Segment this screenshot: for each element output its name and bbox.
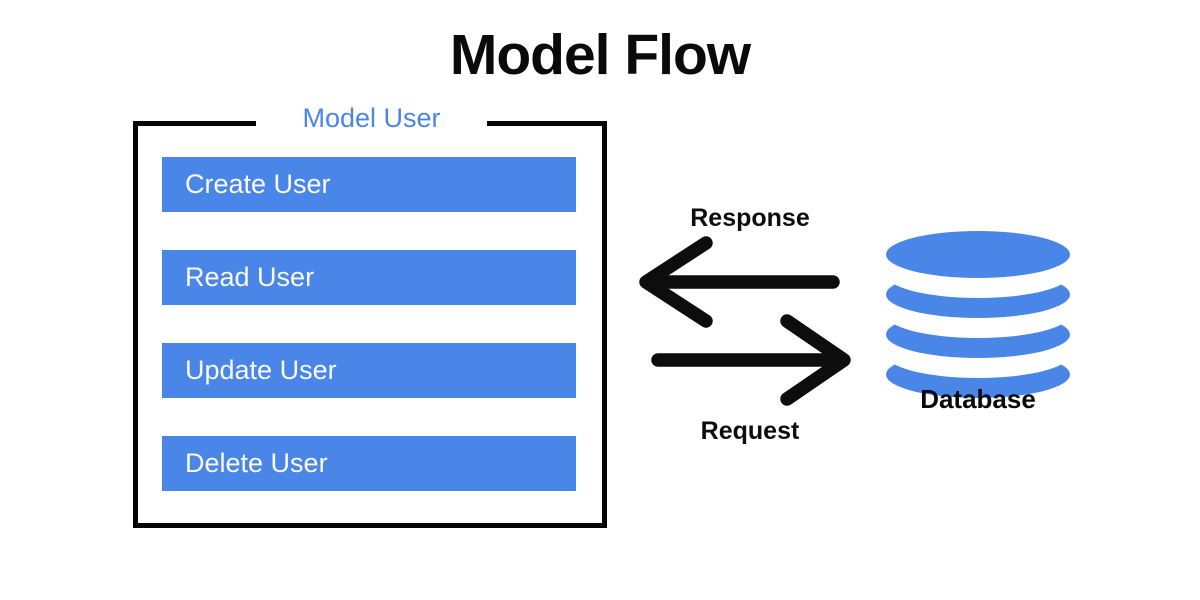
page-title: Model Flow [449,23,751,87]
database-icon [886,231,1070,421]
model-user-box: Create User Read User Update User Delete… [133,121,607,528]
action-bar-read-user: Read User [162,250,576,305]
model-user-tab: Model User [256,95,487,141]
action-bar-update-user: Update User [162,343,576,398]
database-disc [886,231,1070,278]
action-bar-label: Update User [185,355,337,385]
action-bar-create-user: Create User [162,157,576,212]
action-bar-delete-user: Delete User [162,436,576,491]
response-label: Response [690,204,810,232]
action-bar-label: Delete User [185,448,328,478]
response-arrow-left-icon [639,236,840,328]
action-bar-label: Read User [185,262,315,292]
request-arrow-right-icon [651,314,851,406]
database-label: Database [920,384,1036,414]
action-bar-label: Create User [185,169,331,199]
request-label: Request [700,417,800,445]
